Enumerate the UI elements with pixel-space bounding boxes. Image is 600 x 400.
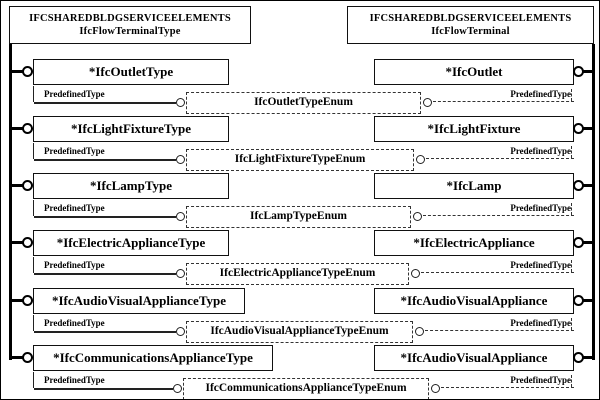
attribute-stub (33, 200, 34, 216)
attribute-dashed-line (426, 158, 574, 159)
entity-box-ifcoutlettype: *IfcOutletType (33, 59, 229, 85)
attribute-dashed-stub (571, 260, 572, 272)
subtype-line (10, 127, 24, 130)
subtype-line (10, 356, 24, 359)
subtype-line (583, 70, 595, 73)
attribute-stub (33, 372, 34, 388)
attribute-line (34, 159, 176, 161)
supertype-name: IfcFlowTerminal (431, 26, 510, 37)
subtype-line (583, 356, 595, 359)
attribute-label: PredefinedType (44, 146, 105, 156)
schema-header-right-box: IFCSHAREDBLDGSERVICEELEMENTS IfcFlowTerm… (347, 6, 594, 44)
attribute-label: PredefinedType (44, 89, 105, 99)
attribute-line (34, 216, 176, 218)
entity-box-ifclightfixture: *IfcLightFixture (374, 116, 574, 142)
attribute-circle-icon (173, 384, 182, 393)
attribute-dashed-stub (571, 375, 572, 387)
attribute-circle-icon (176, 212, 185, 221)
attribute-dashed-line (421, 272, 574, 273)
attribute-label: PredefinedType (510, 375, 571, 385)
attribute-dashed-line (423, 215, 574, 216)
subtype-circle-icon (22, 123, 33, 134)
enum-box-ifccommunicationsappliancetypeenum: IfcCommunicationsApplianceTypeEnum (183, 378, 429, 399)
subtype-circle-icon (22, 66, 33, 77)
entity-box-ifccommunicationsappliancetype: *IfcCommunicationsApplianceType (33, 345, 273, 371)
entity-box-ifclamp: *IfcLamp (374, 173, 574, 199)
subtype-line (10, 299, 24, 302)
inheritance-rail-left (9, 44, 12, 360)
attribute-line (34, 273, 176, 275)
attribute-line (34, 331, 176, 333)
entity-box-ifcaudiovisualappliance: *IfcAudioVisualAppliance (374, 288, 574, 314)
subtype-line (583, 299, 595, 302)
attribute-label: PredefinedType (510, 89, 571, 99)
enum-box-ifcoutlettypeenum: IfcOutletTypeEnum (186, 92, 421, 114)
attribute-label: PredefinedType (44, 318, 105, 328)
enum-box-ifcaudiovisualappliancetypeenum: IfcAudioVisualApplianceTypeEnum (186, 321, 413, 343)
entity-box-ifclightfixturetype: *IfcLightFixtureType (33, 116, 229, 142)
entity-box-ifcoutlet: *IfcOutlet (374, 59, 574, 85)
schema-header-left-box: IFCSHAREDBLDGSERVICEELEMENTS IfcFlowTerm… (9, 6, 251, 44)
schema-name: IFCSHAREDBLDGSERVICEELEMENTS (369, 13, 572, 24)
attribute-label: PredefinedType (510, 146, 571, 156)
subtype-line (10, 184, 24, 187)
subtype-circle-icon (22, 180, 33, 191)
attribute-line (34, 388, 173, 390)
subtype-line (583, 127, 595, 130)
subtype-circle-icon (22, 295, 33, 306)
attribute-dashed-stub (571, 146, 572, 158)
attribute-label: PredefinedType (510, 203, 571, 213)
attribute-circle-icon (423, 98, 432, 107)
attribute-stub (33, 143, 34, 159)
attribute-circle-icon (176, 327, 185, 336)
entity-box-ifclamptype: *IfcLampType (33, 173, 229, 199)
attribute-circle-icon (431, 384, 440, 393)
inheritance-rail-right (592, 44, 595, 360)
entity-box-ifcaudiovisualappliance-2: *IfcAudioVisualAppliance (374, 345, 574, 371)
attribute-label: PredefinedType (510, 260, 571, 270)
supertype-name: IfcFlowTerminalType (79, 26, 181, 37)
attribute-stub (33, 257, 34, 273)
attribute-circle-icon (411, 269, 420, 278)
subtype-circle-icon (22, 237, 33, 248)
attribute-dashed-stub (571, 89, 572, 101)
attribute-stub (33, 86, 34, 102)
enum-box-ifclightfixturetypeenum: IfcLightFixtureTypeEnum (186, 149, 414, 171)
attribute-dashed-line (441, 387, 574, 388)
attribute-dashed-line (425, 330, 574, 331)
attribute-label: PredefinedType (44, 203, 105, 213)
entity-box-ifcelectricappliance: *IfcElectricAppliance (374, 230, 574, 256)
attribute-circle-icon (176, 269, 185, 278)
enum-box-ifclamptypeenum: IfcLampTypeEnum (186, 206, 411, 228)
attribute-dashed-stub (571, 203, 572, 215)
attribute-dashed-line (433, 101, 574, 102)
attribute-circle-icon (413, 212, 422, 221)
subtype-line (10, 241, 24, 244)
subtype-line (583, 184, 595, 187)
entity-box-ifcaudiovisualappliancetype: *IfcAudioVisualApplianceType (33, 288, 245, 314)
subtype-circle-icon (22, 352, 33, 363)
attribute-dashed-stub (571, 318, 572, 330)
subtype-line (583, 241, 595, 244)
entity-box-ifcelectricappliancetype: *IfcElectricApplianceType (33, 230, 229, 256)
attribute-circle-icon (176, 155, 185, 164)
attribute-label: PredefinedType (510, 318, 571, 328)
attribute-circle-icon (416, 155, 425, 164)
attribute-circle-icon (176, 98, 185, 107)
attribute-circle-icon (415, 327, 424, 336)
attribute-label: PredefinedType (44, 375, 105, 385)
subtype-line (10, 70, 24, 73)
attribute-stub (33, 315, 34, 331)
schema-name: IFCSHAREDBLDGSERVICEELEMENTS (29, 13, 231, 24)
enum-box-ifcelectricappliancetypeenum: IfcElectricApplianceTypeEnum (186, 263, 409, 285)
attribute-label: PredefinedType (44, 260, 105, 270)
attribute-line (34, 102, 176, 104)
